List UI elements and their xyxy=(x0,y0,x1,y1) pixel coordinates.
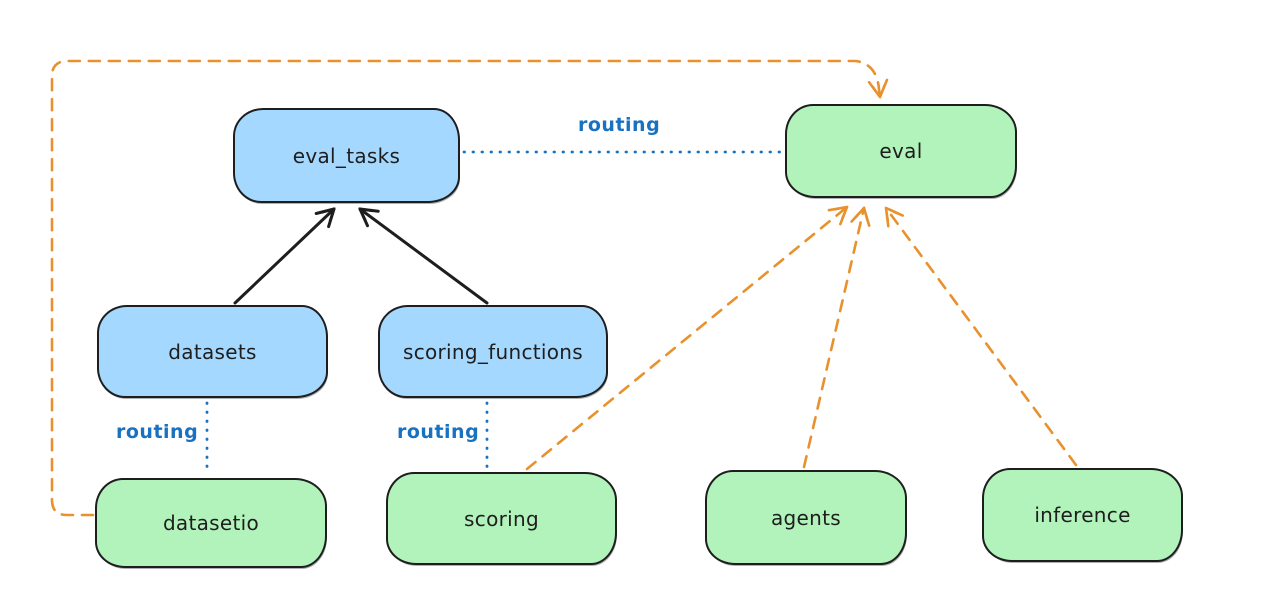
node-agents-label: agents xyxy=(771,505,841,530)
node-eval: eval xyxy=(785,104,1017,198)
node-datasets: datasets xyxy=(97,305,328,398)
node-inference-label: inference xyxy=(1034,503,1131,527)
node-datasetio: datasetio xyxy=(95,478,327,568)
routing-label-datasets-datasetio: routing xyxy=(116,421,199,443)
routing-label-eval-tasks-eval: routing xyxy=(578,114,661,136)
node-scoring-functions: scoring_functions xyxy=(378,305,608,398)
node-eval-label: eval xyxy=(879,139,923,163)
node-datasetio-label: datasetio xyxy=(162,511,260,535)
node-datasets-label: datasets xyxy=(168,339,257,364)
edge-scoring-to-eval xyxy=(525,205,849,471)
edge-datasetio-to-eval xyxy=(50,59,889,517)
node-scoring: scoring xyxy=(386,472,617,565)
node-scoring-functions-label: scoring_functions xyxy=(402,339,584,364)
node-scoring-label: scoring xyxy=(464,506,539,531)
edge-agents-to-eval xyxy=(802,206,871,469)
edge-inference-to-eval xyxy=(884,206,1078,467)
routing-label-scoring-functions-scoring: routing xyxy=(397,421,480,443)
edge-datasets-to-eval-tasks xyxy=(233,207,336,305)
node-eval-tasks-label: eval_tasks xyxy=(292,143,401,168)
node-inference: inference xyxy=(982,468,1183,562)
node-agents: agents xyxy=(705,470,907,565)
edge-scoring-functions-to-eval-tasks xyxy=(358,207,489,305)
node-eval-tasks: eval_tasks xyxy=(233,108,460,203)
